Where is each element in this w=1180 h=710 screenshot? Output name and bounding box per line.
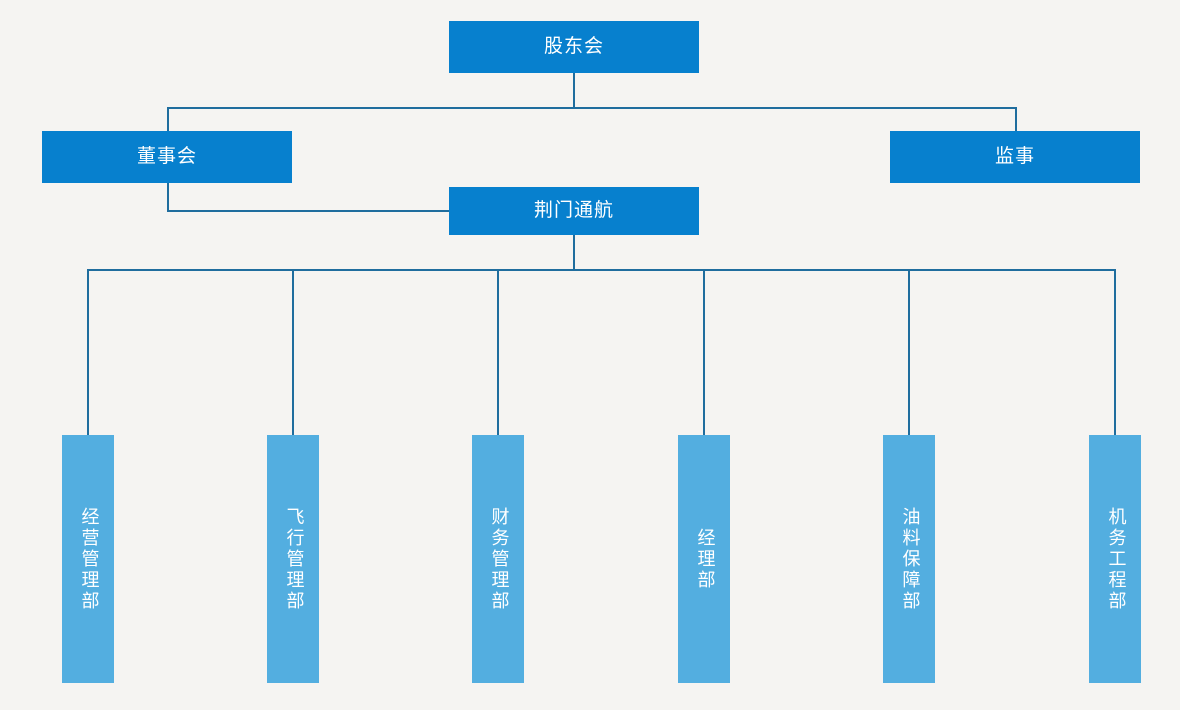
connector-company-stem: [573, 235, 575, 270]
node-business-management-department[interactable]: 经营管理部: [62, 435, 114, 683]
connector-board-stem: [167, 183, 169, 212]
node-label: 股东会: [543, 35, 604, 58]
node-jingmen-general-aviation[interactable]: 荆门通航: [449, 187, 699, 235]
connector-drop-dept3: [497, 269, 499, 436]
node-board-of-directors[interactable]: 董事会: [42, 131, 292, 183]
connector-drop-dept2: [292, 269, 294, 436]
node-label: 经理部: [694, 527, 716, 591]
connector-drop-dept6: [1114, 269, 1116, 436]
node-label: 油料保障部: [899, 506, 921, 612]
connector-shareholders-stem: [573, 73, 575, 108]
node-maintenance-engineering-department[interactable]: 机务工程部: [1089, 435, 1141, 683]
connector-drop-board: [167, 107, 169, 131]
connector-board-to-company: [167, 210, 450, 212]
node-label: 监事: [994, 145, 1035, 168]
connector-drop-dept4: [703, 269, 705, 436]
node-flight-management-department[interactable]: 飞行管理部: [267, 435, 319, 683]
connector-drop-supervisor: [1015, 107, 1017, 131]
node-supervisor[interactable]: 监事: [890, 131, 1140, 183]
node-shareholders-meeting[interactable]: 股东会: [449, 21, 699, 73]
node-label: 荆门通航: [533, 199, 614, 222]
node-label: 董事会: [136, 145, 197, 168]
node-label: 财务管理部: [488, 506, 510, 612]
connector-level2-bus: [167, 107, 1016, 109]
node-label: 经营管理部: [78, 506, 100, 612]
node-finance-management-department[interactable]: 财务管理部: [472, 435, 524, 683]
node-label: 飞行管理部: [283, 506, 305, 612]
connector-drop-dept1: [87, 269, 89, 436]
connector-drop-dept5: [908, 269, 910, 436]
node-manager-department[interactable]: 经理部: [678, 435, 730, 683]
node-label: 机务工程部: [1105, 506, 1127, 612]
node-fuel-support-department[interactable]: 油料保障部: [883, 435, 935, 683]
connector-department-bus: [87, 269, 1115, 271]
